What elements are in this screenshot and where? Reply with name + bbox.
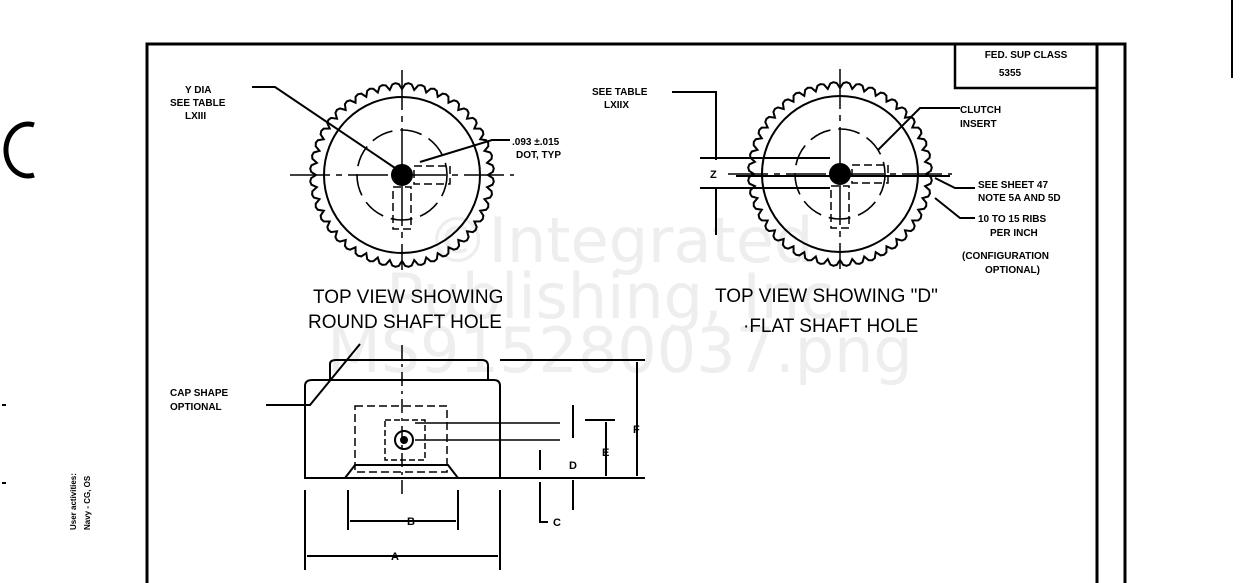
callout-cap-optional: OPTIONAL — [170, 402, 222, 413]
dim-z: Z — [710, 169, 717, 181]
watermark: ©Integrated Publishing, Inc. MS915280037… — [327, 204, 913, 387]
fsc-label: FED. SUP CLASS — [985, 50, 1068, 61]
callout-note: NOTE 5A AND 5D — [978, 193, 1061, 204]
right-callouts — [672, 91, 975, 235]
callout-dia-ref: LXIII — [185, 111, 206, 122]
callout-insert: INSERT — [960, 119, 997, 130]
title-block: FED. SUP CLASS 5355 — [985, 50, 1068, 79]
watermark-line-1: ©Integrated — [427, 204, 814, 277]
callout-ribs-per: PER INCH — [990, 228, 1038, 239]
right-callout-text: SEE TABLE LXIIX Z CLUTCH INSERT SEE SHEE… — [592, 87, 1061, 337]
caption-left-1: TOP VIEW SHOWING — [313, 287, 503, 308]
setscrew-hidden — [830, 185, 850, 229]
watermark-line-2: Publishing, Inc. — [386, 260, 854, 333]
callout-table: SEE TABLE — [592, 87, 648, 98]
dim-d: D — [569, 460, 577, 472]
dim-a: A — [391, 551, 399, 563]
callout-sheet: SEE SHEET 47 — [978, 180, 1048, 191]
callout-ribs: 10 TO 15 RIBS — [978, 214, 1047, 225]
margin-note-line-2: Navy - CG, OS — [83, 475, 92, 530]
dim-f: F — [633, 424, 640, 436]
side-view — [266, 343, 645, 570]
top-view-round-shaft — [290, 70, 514, 270]
callout-dia-table: SEE TABLE — [170, 98, 226, 109]
callout-optional: OPTIONAL) — [985, 265, 1040, 276]
setscrew-hidden — [413, 165, 451, 185]
watermark-line-3: MS915280037.png — [327, 314, 913, 387]
callout-config: (CONFIGURATION — [962, 251, 1049, 262]
left-callouts: Y DIA SEE TABLE LXIII .093 ±.015 DOT, TY… — [170, 85, 561, 333]
callout-dot-size: .093 ±.015 — [512, 137, 560, 148]
caption-right-2: ·FLAT SHAFT HOLE — [743, 316, 918, 337]
margin-note-line-1: User activities: — [69, 473, 78, 530]
dim-c: C — [553, 517, 561, 529]
callout-clutch: CLUTCH — [960, 105, 1001, 116]
callout-table-ref: LXIIX — [604, 100, 629, 111]
callout-cap-shape: CAP SHAPE — [170, 388, 228, 399]
setscrew-hidden — [392, 186, 412, 230]
punch-mark — [3, 121, 35, 179]
setscrew-hidden — [851, 164, 889, 184]
margin-note: User activities: Navy - CG, OS — [69, 473, 92, 530]
top-view-d-flat-shaft — [728, 69, 952, 269]
side-view-labels: CAP SHAPE OPTIONAL F E D C B A — [170, 388, 640, 563]
callout-dot-typ: DOT, TYP — [516, 150, 561, 161]
dim-e: E — [602, 447, 609, 459]
sheet-frame — [145, 0, 1233, 583]
fsc-value: 5355 — [999, 68, 1022, 79]
caption-left-2: ROUND SHAFT HOLE — [308, 312, 502, 333]
callout-dia: Y DIA — [185, 85, 212, 96]
dim-b: B — [407, 516, 415, 528]
caption-right-1: TOP VIEW SHOWING "D" — [715, 286, 938, 307]
